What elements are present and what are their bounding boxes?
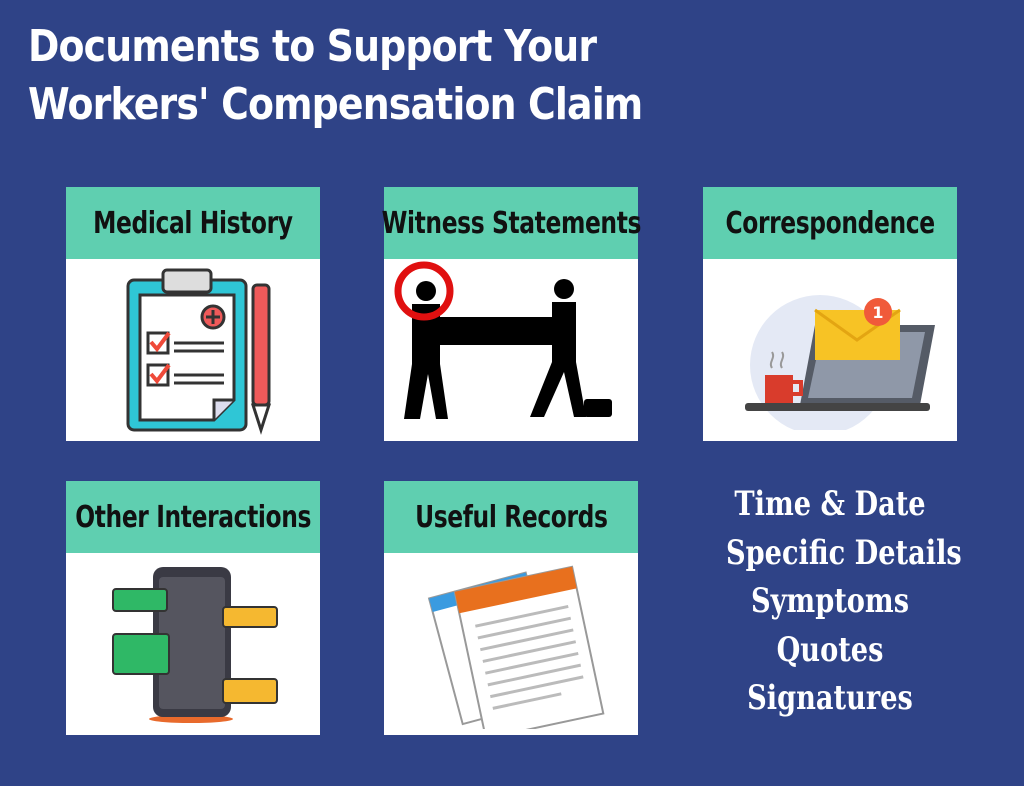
details-list: Time & Date Specific Details Symptoms Qu… xyxy=(700,480,962,723)
email-laptop-icon: 1 xyxy=(745,295,935,430)
workers-carrying-icon xyxy=(394,261,612,419)
documents-icon xyxy=(427,565,605,729)
card-label: Medical History xyxy=(93,205,293,241)
detail-item: Specific Details xyxy=(726,532,962,573)
card-medical-history: Medical History xyxy=(66,187,320,441)
card-other-interactions: Other Interactions xyxy=(66,481,320,735)
title-line-2: Workers' Compensation Claim xyxy=(28,79,643,130)
card-label: Witness Statements xyxy=(381,205,641,241)
page-title: Documents to Support Your Workers' Compe… xyxy=(28,18,643,134)
card-label: Correspondence xyxy=(725,205,935,241)
svg-text:1: 1 xyxy=(872,303,883,322)
detail-item: Symptoms xyxy=(750,581,910,621)
detail-item: Time & Date xyxy=(734,484,926,524)
card-correspondence: Correspondence 1 xyxy=(703,187,957,441)
card-witness-statements: Witness Statements xyxy=(381,187,641,441)
detail-item: Quotes xyxy=(776,629,884,670)
phone-chat-icon xyxy=(112,567,278,723)
card-label: Useful Records xyxy=(414,499,608,535)
title-line-1: Documents to Support Your xyxy=(28,21,597,72)
clipboard-icon xyxy=(126,268,272,435)
card-useful-records: Useful Records xyxy=(384,481,638,735)
card-label: Other Interactions xyxy=(75,499,311,535)
detail-item: Signatures xyxy=(747,678,913,718)
